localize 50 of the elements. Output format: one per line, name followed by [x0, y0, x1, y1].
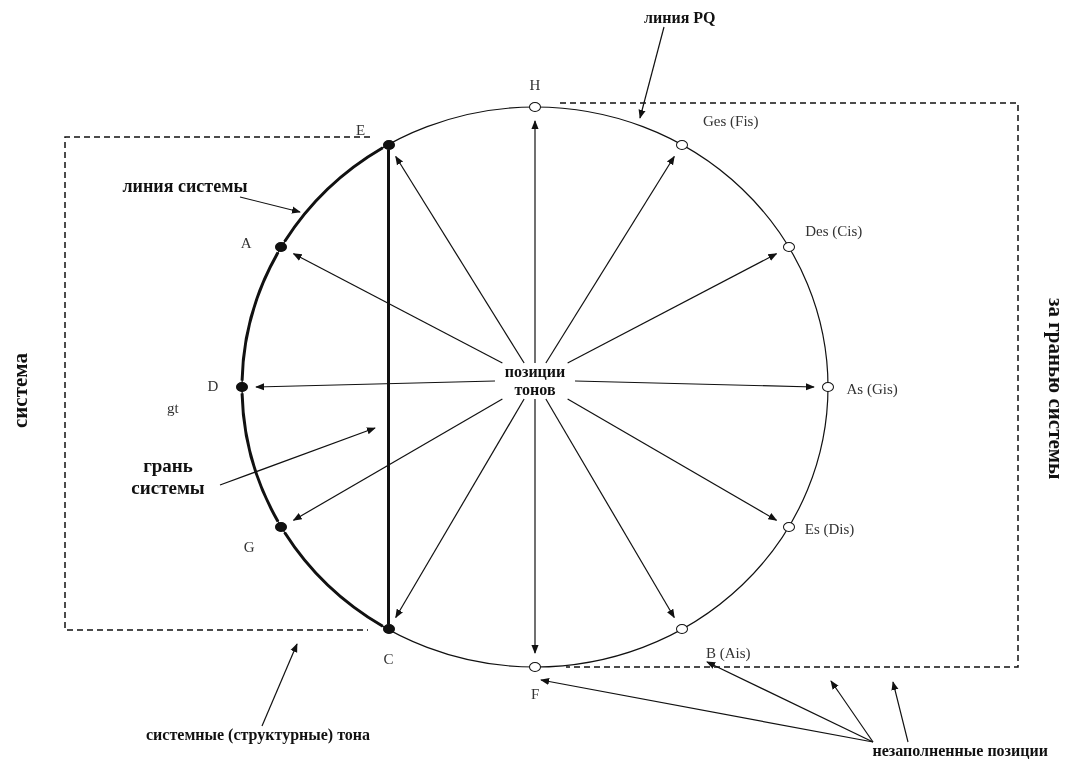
- leader-arrow: [261, 643, 298, 727]
- region-label: система: [7, 352, 33, 428]
- arc-line: [240, 251, 280, 381]
- tone-point: [675, 624, 751, 662]
- tone-label: H: [529, 76, 541, 94]
- arrow: [531, 398, 539, 654]
- arc-line: [283, 531, 384, 628]
- arrow: [395, 398, 525, 619]
- arrow: [545, 155, 675, 364]
- region-label: за гранью системы: [1042, 297, 1068, 479]
- tone-point: [675, 113, 758, 150]
- annotation-text: линия PQ: [644, 9, 716, 27]
- arrow: [292, 398, 503, 521]
- annotation-text: линия системы: [122, 175, 248, 197]
- tone-point: [822, 380, 898, 398]
- leader-arrow: [540, 677, 874, 743]
- tone-label: As (Gis): [846, 380, 898, 398]
- tone-label: Des (Cis): [805, 222, 863, 240]
- tone-label: C: [383, 651, 394, 668]
- chord-line: [387, 149, 390, 625]
- tone-label: A: [240, 234, 252, 252]
- arc-line: [283, 146, 384, 243]
- arrow: [292, 253, 503, 364]
- arrow: [545, 398, 675, 619]
- arrow: [567, 398, 778, 521]
- center-label: позиции тонов: [495, 363, 575, 399]
- arrow: [531, 120, 539, 364]
- leader-arrow: [830, 680, 874, 743]
- arrow: [255, 380, 496, 391]
- tone-label: D: [207, 377, 219, 395]
- tone-label: E: [356, 122, 366, 139]
- arrow: [574, 380, 815, 391]
- leader-arrow: [891, 681, 909, 743]
- tone-label: F: [531, 685, 540, 703]
- leader-arrow: [638, 26, 665, 119]
- arrow: [567, 253, 778, 364]
- tone-point: [356, 122, 395, 150]
- leader-arrow: [706, 661, 874, 743]
- leader-arrow: [239, 196, 301, 214]
- note-label: gt: [167, 399, 179, 417]
- tone-label: Ges (Fis): [703, 113, 759, 130]
- annotation-text: незаполненные позиции: [872, 742, 1048, 760]
- arc-line: [240, 393, 280, 523]
- arrow: [395, 155, 525, 364]
- annotation-text: грань системы: [113, 455, 223, 499]
- tone-label: B (Ais): [706, 645, 751, 662]
- tone-label: G: [243, 538, 255, 556]
- tone-label: Es (Dis): [804, 520, 855, 538]
- leader-arrow: [219, 427, 376, 486]
- annotation-text: системные (структурные) тона: [146, 726, 371, 744]
